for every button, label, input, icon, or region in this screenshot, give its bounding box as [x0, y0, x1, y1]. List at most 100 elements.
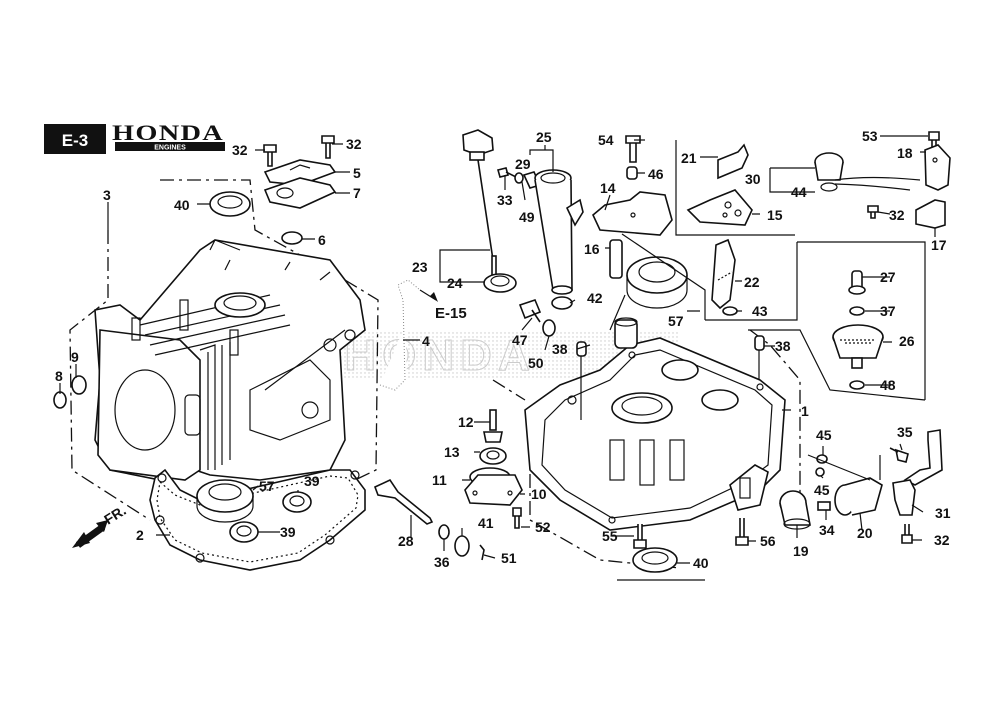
washer-43 [722, 306, 738, 316]
oil-seal-40-top [209, 191, 251, 217]
callout-17: 17 [931, 237, 947, 253]
callout-22: 22 [744, 274, 760, 290]
reference-arrow: E-15 [419, 289, 467, 322]
callout-4: 4 [422, 333, 430, 349]
callout-5: 5 [353, 165, 361, 181]
o-ring-42 [551, 296, 573, 310]
bracket-18 [924, 144, 951, 191]
o-ring-45-bottom [815, 467, 825, 477]
brand-sub: ENGINES [154, 145, 186, 152]
brand-name: HONDA [112, 120, 224, 145]
callout-40: 40 [174, 197, 190, 213]
nipple-34 [817, 501, 831, 511]
callout-25: 25 [536, 129, 552, 145]
filter-base-20 [834, 477, 883, 516]
washer-37 [849, 306, 865, 316]
spacer-16 [609, 239, 623, 279]
callout-32: 32 [232, 142, 248, 158]
o-ring-6 [281, 231, 303, 245]
bolt-32-switch [867, 205, 879, 219]
callout-9: 9 [71, 349, 79, 365]
washer-48 [849, 380, 865, 390]
callout-45: 45 [816, 427, 832, 443]
callout-29: 29 [515, 156, 531, 172]
bearing-39-upper [282, 491, 312, 513]
callout-32: 32 [934, 532, 950, 548]
callout-20: 20 [857, 525, 873, 541]
pin-27 [848, 270, 866, 295]
cover-17 [915, 199, 946, 229]
callout-14: 14 [600, 180, 616, 196]
dipstick [462, 129, 497, 283]
bracket-31 [892, 429, 943, 516]
oil-screen-22 [711, 238, 736, 310]
leader-lines [59, 135, 936, 564]
seal-41 [454, 535, 470, 557]
governor-gear-26 [832, 324, 884, 369]
callout-18: 18 [897, 145, 913, 161]
cylinder-block [69, 179, 379, 521]
callout-56: 56 [760, 533, 776, 549]
callout-33: 33 [497, 192, 513, 208]
callout-10: 10 [531, 486, 547, 502]
oil-filter-19 [779, 490, 811, 530]
callout-43: 43 [752, 303, 768, 319]
callout-39: 39 [280, 524, 296, 540]
pump-rotor-13 [479, 447, 507, 465]
callout-32: 32 [346, 136, 362, 152]
callout-42: 42 [587, 290, 603, 306]
callout-53: 53 [862, 128, 878, 144]
plug-8 [53, 391, 67, 409]
callout-36: 36 [434, 554, 450, 570]
honda-logo: HONDA ENGINES [112, 120, 225, 152]
oil-seal-40-bottom [632, 547, 678, 573]
callout-34: 34 [819, 522, 835, 538]
callout-37: 37 [880, 303, 896, 319]
governor-shaft-12 [483, 409, 503, 443]
watermark-text: HONDA [344, 331, 535, 380]
crankcase-gasket [149, 468, 366, 571]
oil-level-switch-30 [814, 152, 921, 192]
callout-32: 32 [889, 207, 905, 223]
breather-gasket [263, 177, 337, 209]
callout-28: 28 [398, 533, 414, 549]
bolt-52 [512, 507, 522, 529]
callout-2: 2 [136, 527, 144, 543]
bolt-56 [735, 518, 749, 546]
bolt-55 [633, 524, 647, 549]
bolt-32-bottom [901, 524, 913, 544]
o-ring-9 [71, 375, 87, 395]
shaft-28 [373, 478, 434, 525]
section-code: E-3 [62, 131, 88, 150]
callout-39: 39 [304, 473, 320, 489]
plate-15 [686, 189, 753, 226]
callout-3: 3 [103, 187, 111, 203]
dipstick-seal-24 [483, 273, 517, 293]
callout-31: 31 [935, 505, 951, 521]
plate-14 [592, 191, 673, 236]
bolt-32-right [321, 135, 335, 159]
bearing-57-center [626, 256, 688, 309]
callout-26: 26 [899, 333, 915, 349]
callout-45: 45 [814, 482, 830, 498]
section-badge: E-3 [44, 124, 106, 154]
front-direction-arrow: FR. [72, 502, 129, 548]
callout-13: 13 [444, 444, 460, 460]
reference-label: E-15 [435, 305, 467, 322]
callout-23: 23 [412, 259, 428, 275]
washer-36 [438, 524, 450, 540]
breather-tube [378, 277, 422, 393]
callout-49: 49 [519, 209, 535, 225]
callout-24: 24 [447, 275, 463, 291]
bearing-39-lower [229, 521, 259, 543]
callouts: 32 32 5 7 6 40 3 9 8 57 39 39 2 4 23 24 … [55, 128, 951, 571]
callout-54: 54 [598, 132, 614, 148]
bearing-57-left [196, 479, 254, 523]
group-frames [609, 140, 926, 581]
callout-38: 38 [775, 338, 791, 354]
callout-50: 50 [528, 355, 544, 371]
callout-40: 40 [693, 555, 709, 571]
callout-7: 7 [353, 185, 361, 201]
callout-51: 51 [501, 550, 517, 566]
